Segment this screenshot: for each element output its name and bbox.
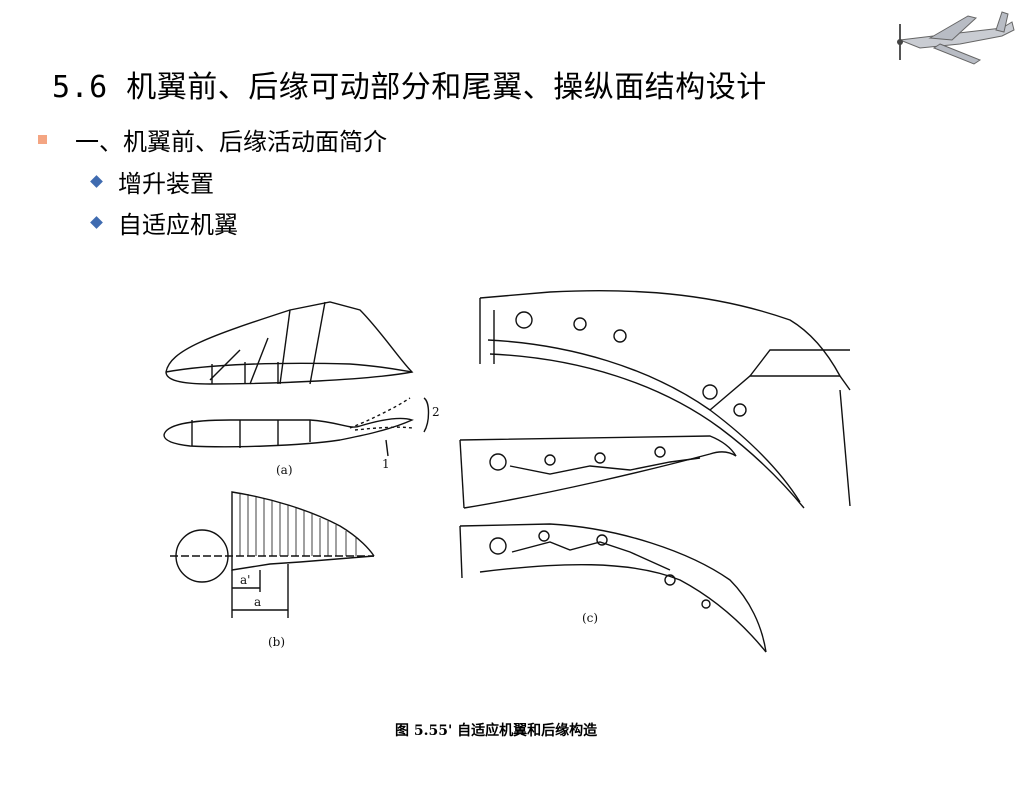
diamond-bullet-icon	[90, 216, 103, 229]
label-b: (b)	[268, 635, 285, 649]
label-dim-a: a	[254, 595, 261, 609]
bullet-text: 增升装置	[118, 170, 214, 198]
label-2: 2	[432, 405, 440, 419]
figure-caption: 图 5.55' 自适应机翼和后缘构造	[395, 723, 598, 739]
airfoil-planform-drawing	[165, 301, 414, 385]
bullet-item: 增升装置	[90, 164, 214, 199]
airplane-icon	[897, 11, 1015, 65]
airfoil-section-drawing	[163, 397, 430, 457]
label-1: 1	[382, 457, 390, 471]
bullet-text: 一、机翼前、后缘活动面简介	[75, 128, 387, 156]
slide-title: 5.6 机翼前、后缘可动部分和尾翼、操纵面结构设计	[52, 70, 767, 105]
diamond-bullet-icon	[90, 175, 103, 188]
label-a: (a)	[276, 463, 293, 477]
square-bullet-icon	[38, 135, 47, 144]
label-c: (c)	[582, 611, 598, 625]
bullet-item: 自适应机翼	[90, 205, 238, 240]
wing-structure-figure: 2 1 (a) a' a (b)	[163, 289, 851, 653]
adaptive-wing-structure-drawing	[459, 289, 851, 653]
label-a-prime: a'	[240, 573, 250, 587]
bullet-item: 一、机翼前、后缘活动面简介	[38, 122, 387, 157]
pressure-distribution-drawing	[170, 491, 375, 618]
bullet-text: 自适应机翼	[118, 211, 238, 239]
